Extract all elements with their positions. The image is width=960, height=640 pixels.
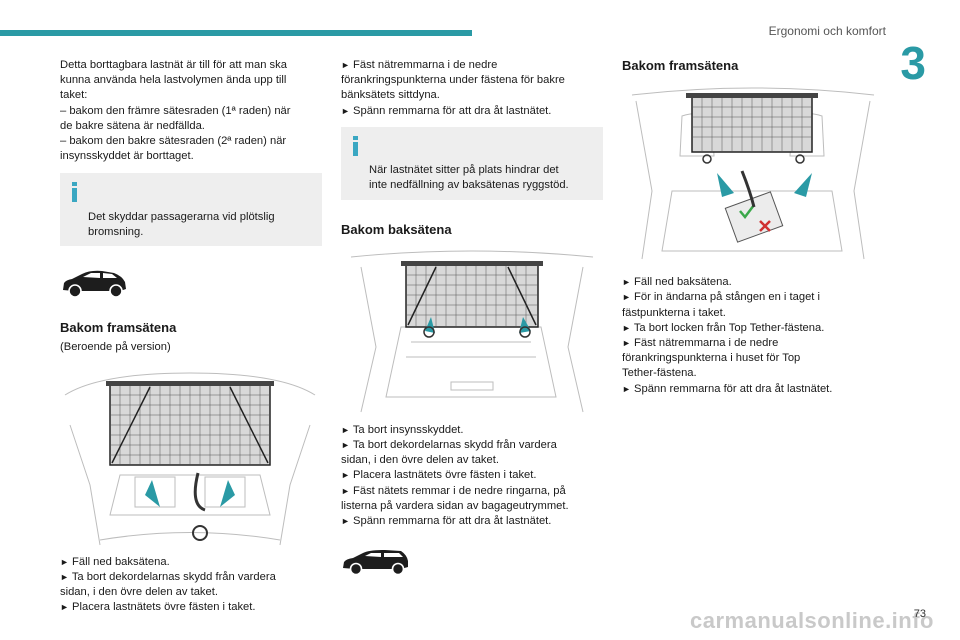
page-number: 73 (913, 608, 926, 620)
step-item: ► Fäst nätremmarna i de nedre förankring… (622, 337, 801, 380)
info-icon (70, 182, 79, 203)
steps-list-continued: ► Fäst nätremmarna i de nedre förankring… (341, 58, 603, 119)
chapter-number: 3 (900, 37, 926, 89)
step-item: ► Fäst nätets remmar i de nedre ringarna… (341, 484, 569, 512)
cargo-net-top-tether-illustration (631, 87, 875, 260)
section-header-title: Ergonomi och komfort (768, 24, 886, 38)
info-text: Det skyddar passagerarna vid plötslig br… (88, 210, 275, 239)
info-text: När lastnätet sitter på plats hindrar de… (369, 164, 569, 192)
section-title-front-seats-alt: Bakom framsätena (622, 58, 739, 73)
step-item: ► För in ändarna på stången en i taget i… (622, 291, 820, 319)
step-item: ► Placera lastnätets övre fästen i taket… (341, 469, 537, 482)
header-accent-bar (0, 30, 472, 36)
step-item: ► Placera lastnätets övre fästen i taket… (60, 601, 256, 614)
step-item: ► Ta bort dekordelarnas skydd från varde… (60, 570, 276, 599)
intro-text: Detta borttagbara lastnät är till för at… (60, 59, 291, 163)
info-box: När lastnätet sitter på plats hindrar de… (341, 126, 603, 200)
steps-list-rear: ► Ta bort insynsskyddet. ► Ta bort dekor… (341, 423, 603, 529)
section-title-front-seats: Bakom framsätena (60, 320, 177, 336)
step-item: ► Ta bort insynsskyddet. (341, 423, 464, 436)
section-subtitle: (Beroende på version) (60, 341, 171, 354)
steps-list-front: ► Fäll ned baksätena. ► Ta bort dekordel… (60, 555, 322, 616)
info-box: Det skyddar passagerarna vid plötslig br… (60, 173, 322, 247)
section-title-rear-seats: Bakom baksätena (341, 221, 452, 237)
step-item: ► Spänn remmarna för att dra åt lastnäte… (341, 515, 552, 528)
step-item: ► Ta bort dekordelarnas skydd från varde… (341, 439, 557, 467)
cargo-net-front-illustration (64, 372, 316, 545)
column-1: Detta borttagbara lastnät är till för at… (60, 58, 322, 615)
step-item: ► Fäll ned baksätena. (60, 555, 170, 568)
column-3: Bakom framsätena ► Fäll ned baksätena. ►… (622, 58, 884, 397)
step-item: ► Fäst nätremmarna i de nedre förankring… (341, 59, 565, 102)
suv-silhouette-icon (63, 271, 126, 299)
step-item: ► Spänn remmarna för att dra åt lastnäte… (622, 382, 833, 395)
column-2: ► Fäst nätremmarna i de nedre förankring… (341, 58, 603, 577)
footer-watermark: carmanualsonline.info (690, 608, 934, 633)
step-item: ► Spänn remmarna för att dra åt lastnäte… (341, 104, 552, 117)
step-item: ► Ta bort locken från Top Tether-fästena… (622, 321, 825, 334)
steps-list-top-tether: ► Fäll ned baksätena. ► För in ändarna p… (622, 275, 884, 397)
cargo-net-rear-illustration (350, 250, 594, 412)
estate-silhouette-icon (343, 550, 408, 576)
info-icon (351, 135, 360, 156)
step-item: ► Fäll ned baksätena. (622, 276, 732, 289)
